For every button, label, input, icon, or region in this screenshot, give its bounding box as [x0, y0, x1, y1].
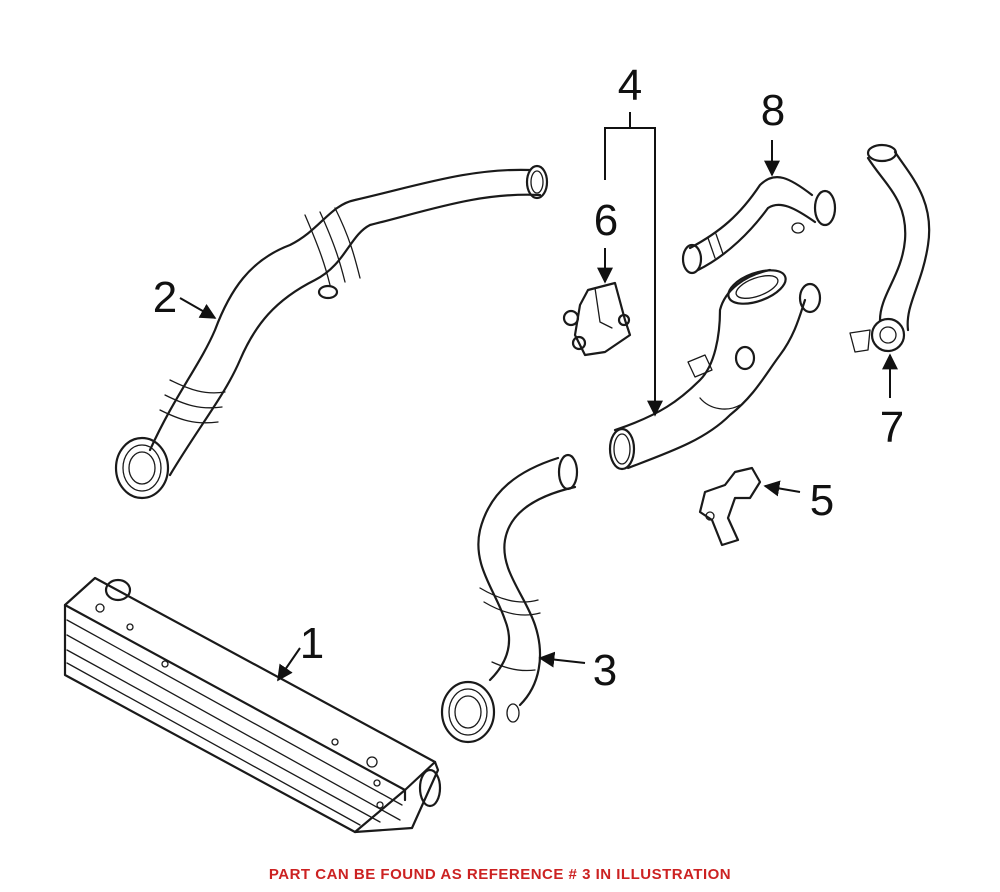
- callout-3: 3: [593, 646, 617, 695]
- part-4-inlet-pipe: [608, 268, 822, 471]
- callout-2: 2: [153, 273, 177, 322]
- part-7-hose: [849, 143, 931, 353]
- callout-6: 6: [594, 196, 618, 245]
- callout-5: 5: [810, 476, 834, 525]
- callout-labels: 1 2 3 4 5 6 7 8: [153, 61, 904, 695]
- callout-7: 7: [880, 403, 904, 452]
- callout-4: 4: [618, 61, 642, 110]
- part-2-charge-pipe: [114, 164, 549, 500]
- callout-1: 1: [300, 619, 324, 668]
- part-8-vent-pipe: [681, 176, 837, 275]
- callout-8: 8: [761, 86, 785, 135]
- leader-lines: [179, 112, 898, 682]
- footer-reference-note: PART CAN BE FOUND AS REFERENCE # 3 IN IL…: [268, 866, 732, 883]
- part-6-sensor: [562, 281, 632, 357]
- part-1-intercooler: [63, 576, 442, 834]
- part-5-bracket: [698, 466, 762, 547]
- part-3-charge-hose: [440, 453, 579, 744]
